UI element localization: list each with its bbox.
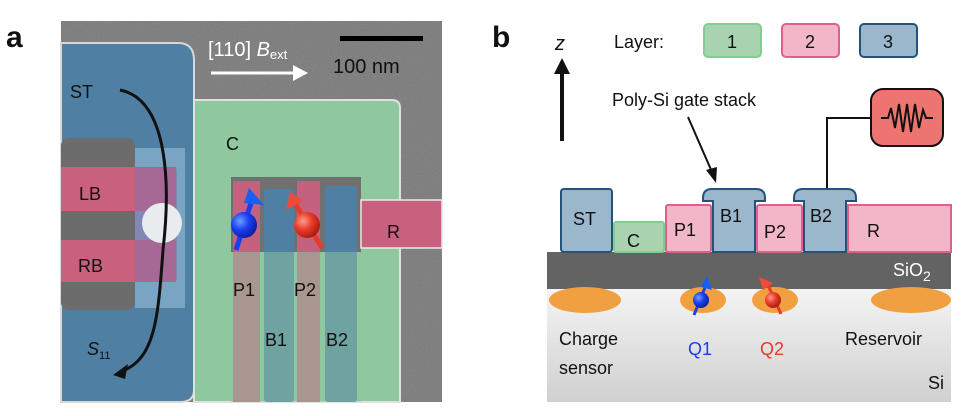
xs-label-r: R [867,221,880,241]
z-axis-label: z [554,33,565,55]
scale-bar-label: 100 nm [333,56,400,78]
xs-label-c: C [627,231,640,251]
label-b1: B1 [265,330,287,350]
q1-spin-icon [692,276,712,316]
q1-label: Q1 [688,339,712,359]
signal-line [826,117,871,189]
q2-label: Q2 [760,339,784,359]
xs-label-b2: B2 [810,206,832,226]
signal-generator-icon [870,88,944,147]
legend-layer-3: 3 [859,23,918,58]
charge-sensor-label-line1: Charge [559,329,618,349]
legend-layer-2-label: 2 [805,32,815,52]
xs-label-b1: B1 [720,206,742,226]
label-p1: P1 [233,280,255,300]
panel-a-letter: a [6,21,23,54]
field-direction-label: [110] Bext [208,39,288,62]
sio2-layer [547,252,951,289]
panel-b-letter: b [492,21,510,54]
s11-arrowhead-icon [113,364,128,379]
charge-sensor-label-line2: sensor [559,358,613,378]
sio2-label: SiO2 [893,260,931,284]
label-st: ST [70,82,93,102]
sensor-dot [142,203,182,243]
label-p2: P2 [294,280,316,300]
label-rb: RB [78,256,103,276]
si-label: Si [928,373,944,393]
label-lb: LB [79,184,101,204]
gate-b2-cross-section [793,188,857,253]
gate-c-cross-section [613,221,665,253]
b-field-arrowhead-icon [293,65,308,81]
legend-layer-1-label: 1 [727,32,737,52]
z-axis-arrowhead-icon [554,58,570,74]
label-c: C [226,134,239,154]
xs-label-st: ST [573,209,596,229]
gate-p1-cross-section [665,204,712,253]
scale-bar [340,36,423,41]
xs-label-p1: P1 [674,220,696,240]
label-s11: S11 [87,339,110,362]
label-b2: B2 [326,330,348,350]
s11-arrow [119,88,168,374]
q2-spin-icon [759,277,783,315]
gate-b1-cross-section [702,188,766,253]
legend-title: Layer: [614,32,664,52]
spin-q1-icon [231,188,264,251]
annotation-pointer [687,116,713,173]
sem-image [60,21,443,403]
legend-layer-1: 1 [703,23,762,58]
reservoir-dot [871,287,951,313]
gate-p2-cross-section [756,204,803,253]
spin-q2-icon [286,192,325,250]
gate-r [360,199,443,249]
legend-layer-3-label: 3 [883,32,893,52]
gate-st-cross-section [560,188,613,253]
label-r: R [387,222,400,242]
charge-sensor-dot [549,287,621,313]
gate-r-cross-section [847,204,952,253]
legend-layer-2: 2 [781,23,840,58]
annotation-arrowhead-icon [706,167,717,183]
reservoir-label: Reservoir [845,329,922,349]
gate-stack-annotation: Poly-Si gate stack [612,90,757,110]
xs-label-p2: P2 [764,222,786,242]
